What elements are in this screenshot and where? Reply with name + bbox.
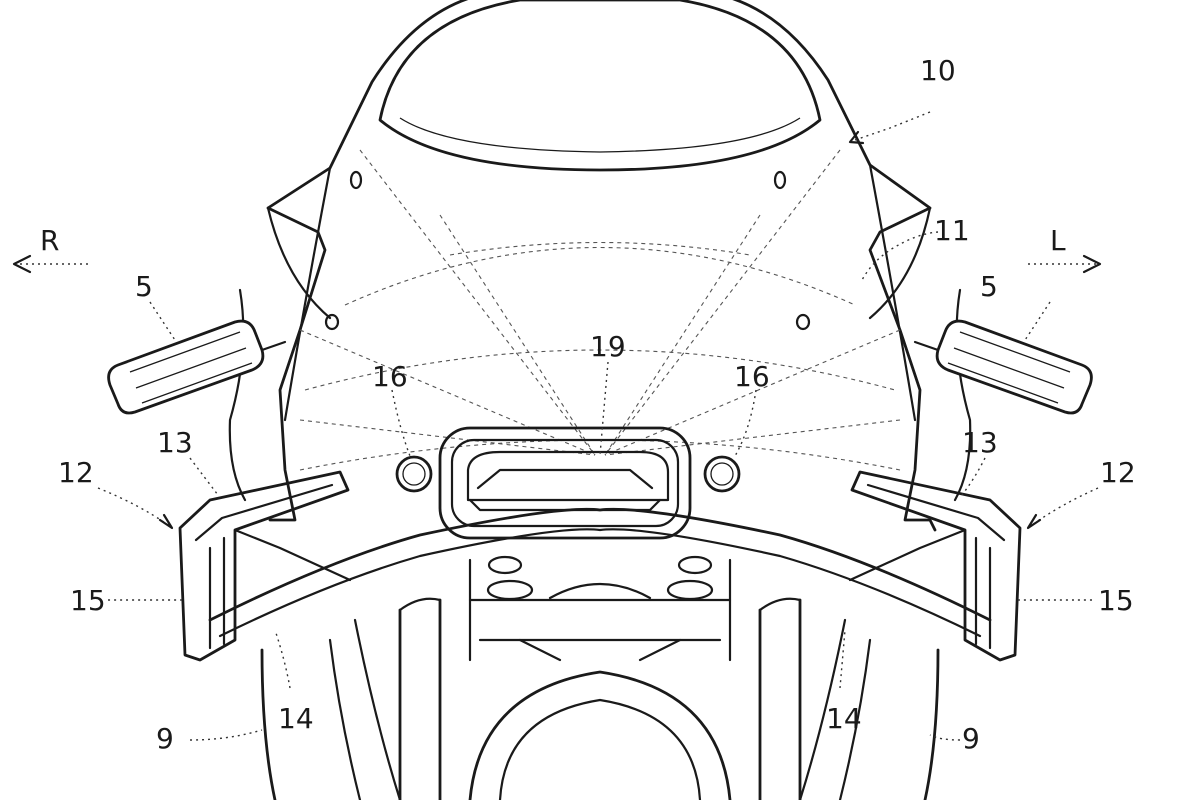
label-12-left: 12 [1100,456,1136,489]
label-10: 10 [920,54,956,87]
fastener-upper-right [349,170,363,190]
direction-label-left: L [1050,224,1066,257]
front-wheel-arc-outer-left [798,618,847,800]
handlebar-grip-left-5 [913,319,1093,415]
windscreen [378,0,822,172]
label-16-left: 16 [734,360,770,393]
fastener-mid-right [324,313,340,331]
front-wheel-arc-outer-right [353,618,402,800]
headlight-16-left [703,455,741,493]
label-5-left: 5 [980,270,998,303]
front-wheel-arc-9-left [923,648,940,800]
front-wheel-arc-9-right [260,648,277,800]
label-9-left: 9 [962,722,980,755]
handlebar-grip-right-5 [107,319,287,415]
label-16-right: 16 [372,360,408,393]
lower-fairing-curve-inner [218,528,982,638]
front-cowl-outline [266,0,937,532]
direction-arrow-right [12,254,88,274]
headlight-16-right [395,455,433,493]
label-14-right: 14 [278,702,314,735]
front-fork-assembly [398,555,802,800]
direction-arrow-left [1028,254,1102,274]
winglet-right-12 [178,470,352,662]
label-13-right: 13 [157,426,193,459]
label-5-right: 5 [135,270,153,303]
lower-fairing-curve [208,507,992,622]
label-19: 19 [590,330,626,363]
label-15-left: 15 [1098,584,1134,617]
label-14-left: 14 [826,702,862,735]
center-air-duct-19 [438,426,692,540]
label-13-left: 13 [962,426,998,459]
front-wheel-inner-right [328,638,362,800]
upper-fairing-panel [266,206,932,320]
front-wheel-inner-left [838,638,872,800]
label-9-right: 9 [156,722,174,755]
leader-lines [97,111,1099,741]
fastener-mid-left [795,313,811,331]
fastener-upper-left [773,170,787,190]
label-12-right: 12 [58,456,94,489]
headlight-construction-lines [299,149,901,471]
windscreen-inner [399,117,801,153]
label-15-right: 15 [70,584,106,617]
winglet-left-12 [848,470,1022,662]
label-11: 11 [934,214,970,247]
direction-label-right: R [40,224,59,257]
body-outline-inner [283,163,917,422]
